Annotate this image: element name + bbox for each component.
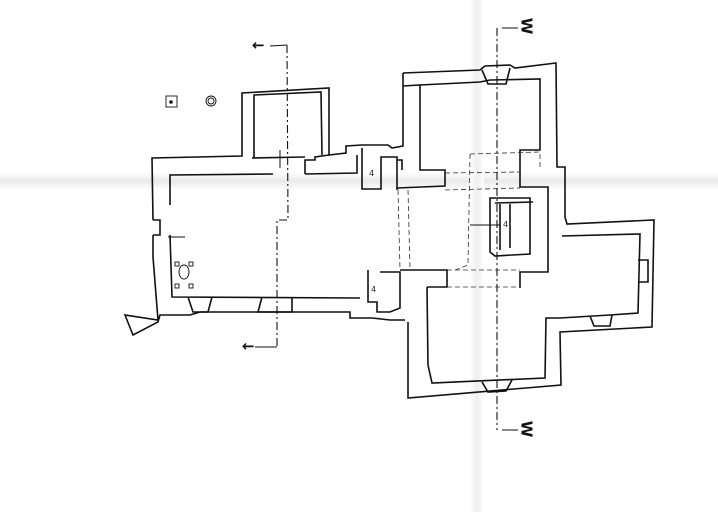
west-hall-bottom-wall	[123, 256, 405, 337]
altar	[489, 197, 534, 257]
dashed-line-3	[454, 151, 541, 271]
paper-fold-vertical	[470, 0, 484, 512]
section-leader-top	[255, 27, 518, 431]
north-room-outer	[402, 62, 655, 399]
south-room-inner	[400, 269, 560, 384]
section-arrow-bottom: ←	[242, 337, 255, 355]
column-base-square	[165, 95, 178, 108]
section-arrow-top: ←	[252, 36, 265, 54]
room-number-altar: 4	[503, 220, 509, 229]
south-windows	[187, 296, 293, 313]
font-basin	[178, 264, 190, 280]
room-number-north: 4	[369, 169, 375, 178]
south-pier	[367, 270, 401, 313]
section-line-west	[276, 44, 289, 347]
section-label-bottom: W	[517, 420, 536, 438]
paper-fold-horizontal	[0, 172, 718, 190]
west-hall-outer-wall	[151, 73, 404, 221]
dashed-line-2	[397, 189, 411, 271]
west-hall-inner-wall	[169, 154, 361, 299]
arrow-marks	[168, 150, 500, 238]
tower-inner-wall	[251, 91, 323, 159]
west-door	[152, 219, 161, 257]
column-base-round	[205, 95, 217, 107]
room-number-south: 4	[371, 285, 377, 294]
section-label-top: W	[517, 17, 536, 35]
east-window	[481, 67, 649, 393]
north-pier	[361, 148, 403, 190]
